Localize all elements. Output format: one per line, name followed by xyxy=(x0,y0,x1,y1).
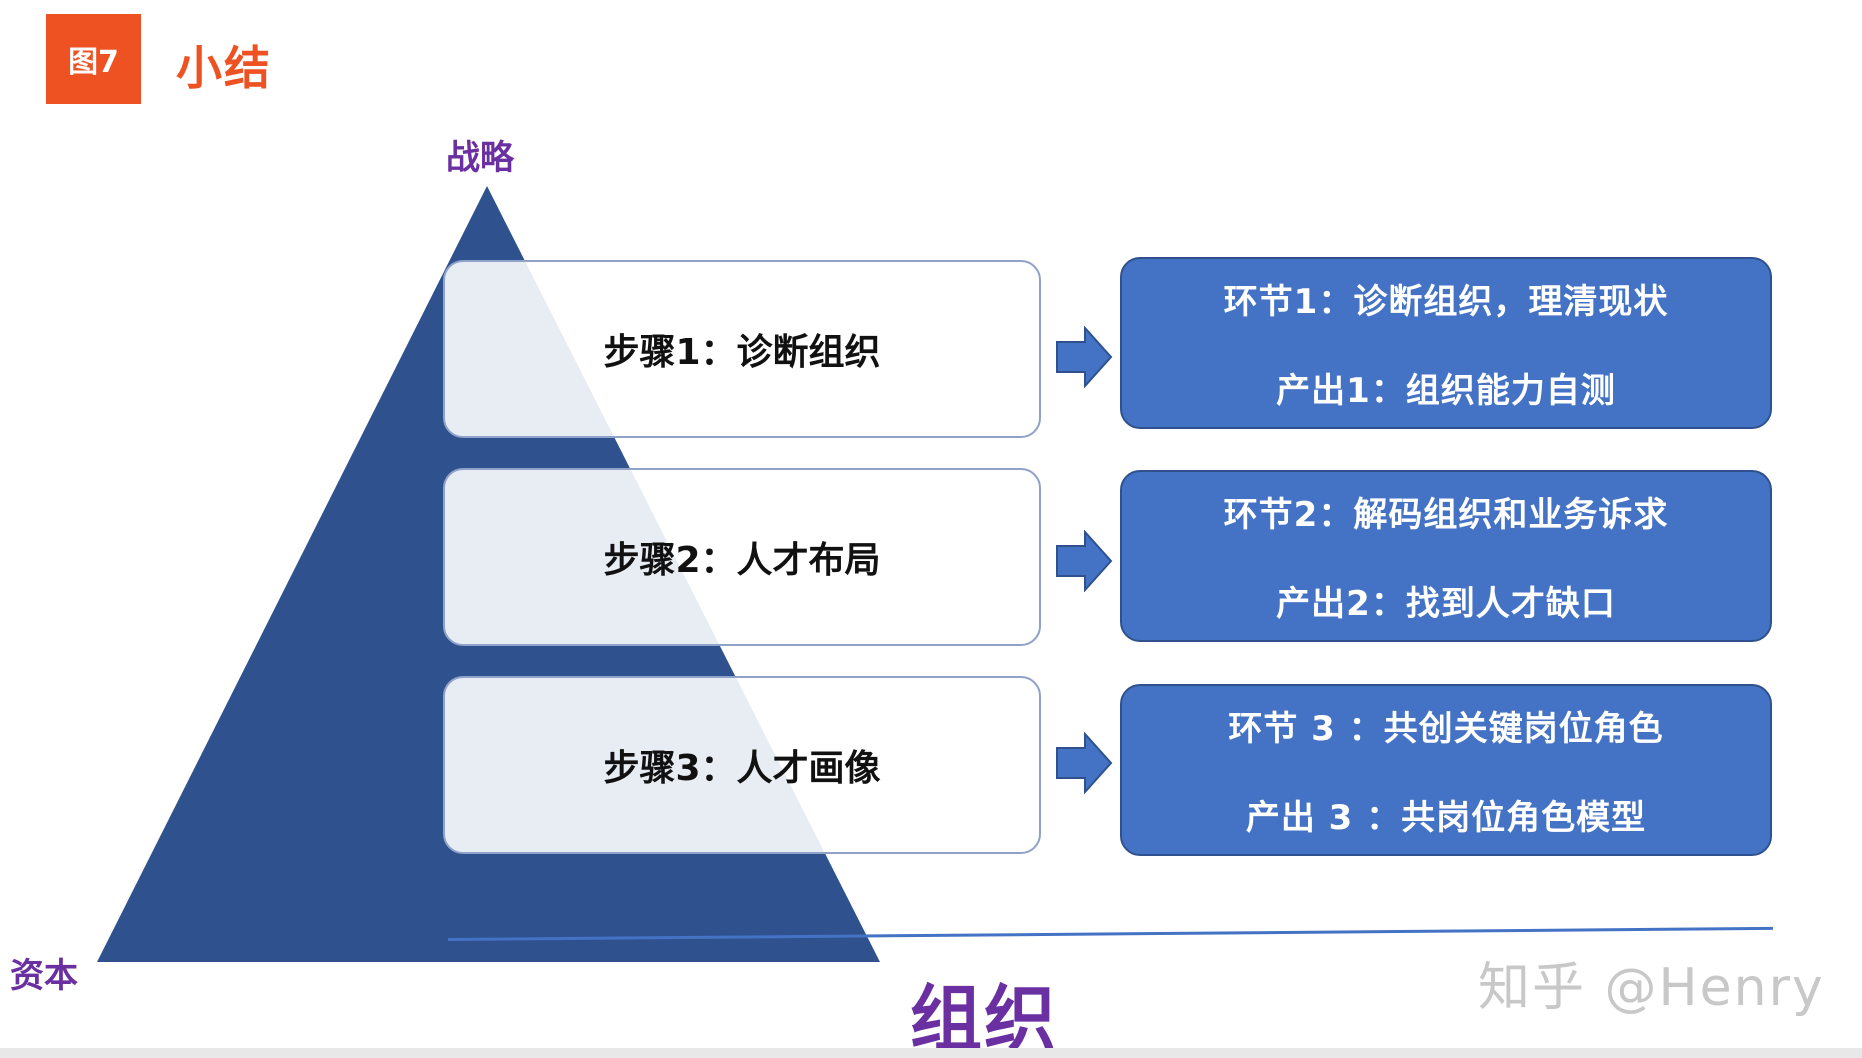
result-stage-1: 环节1：诊断组织，理清现状 xyxy=(1223,282,1669,322)
result-box-3: 环节 3 ：共创关键岗位角色 产出 3 ：共岗位角色模型 xyxy=(1120,684,1772,856)
result-stage-2: 环节2：解码组织和业务诉求 xyxy=(1223,495,1669,535)
step-box-3: 步骤3：人才画像 xyxy=(443,676,1041,854)
result-box-1: 环节1：诊断组织，理清现状 产出1：组织能力自测 xyxy=(1120,257,1772,429)
step-box-2: 步骤2：人才布局 xyxy=(443,468,1041,646)
figure-badge: 图7 xyxy=(46,14,141,104)
result-output-3: 产出 3 ：共岗位角色模型 xyxy=(1245,798,1647,838)
pyramid-bottom-left-label: 资本 xyxy=(10,956,78,996)
result-output-2: 产出2：找到人才缺口 xyxy=(1276,584,1616,624)
step-label-3: 步骤3：人才画像 xyxy=(603,748,881,789)
step-label-1: 步骤1：诊断组织 xyxy=(603,332,881,373)
watermark: 知乎 @Henry xyxy=(1478,958,1825,1018)
step-box-1: 步骤1：诊断组织 xyxy=(443,260,1041,438)
pyramid-top-label: 战略 xyxy=(446,138,514,178)
figure-badge-label: 图7 xyxy=(68,45,119,80)
result-output-1: 产出1：组织能力自测 xyxy=(1276,371,1616,411)
slide-title: 小结 xyxy=(176,41,272,95)
right-arrow-icon xyxy=(1056,732,1113,794)
pyramid-bottom-label: 组织 xyxy=(910,977,1059,1058)
bottom-divider xyxy=(0,1048,1862,1058)
result-stage-3: 环节 3 ：共创关键岗位角色 xyxy=(1228,709,1664,749)
right-arrow-icon xyxy=(1056,530,1113,592)
step-label-2: 步骤2：人才布局 xyxy=(603,540,881,581)
result-box-2: 环节2：解码组织和业务诉求 产出2：找到人才缺口 xyxy=(1120,470,1772,642)
right-arrow-icon xyxy=(1056,326,1113,388)
